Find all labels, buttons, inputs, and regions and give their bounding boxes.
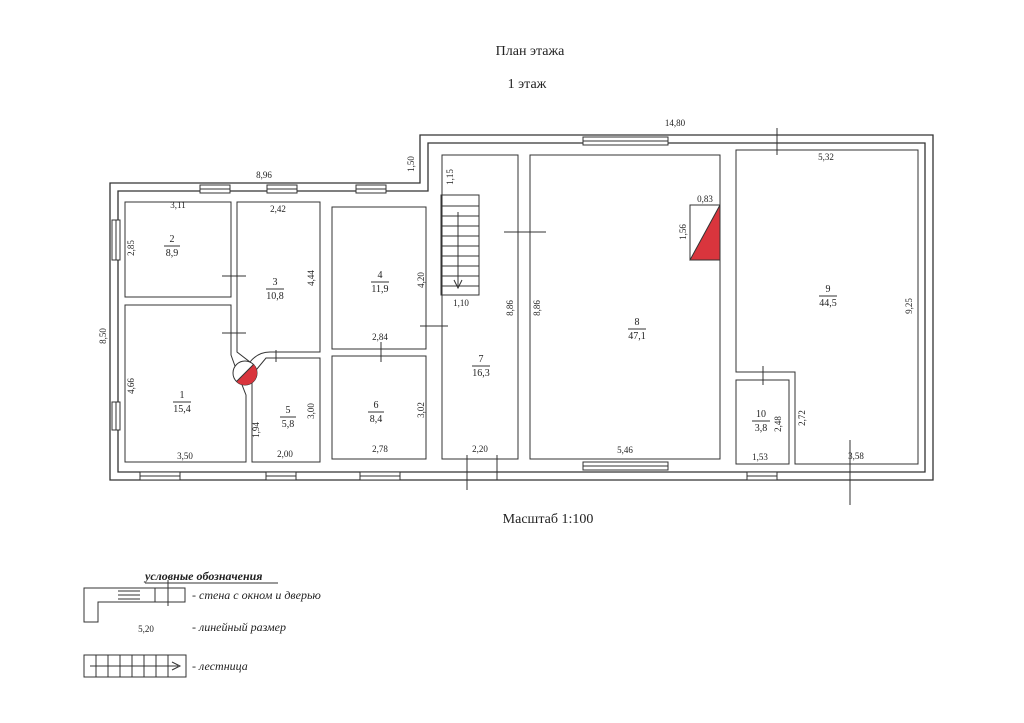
dimensions: 14,80 8,96 1,50 8,50 3,11 2,85 2,42 4,44… (98, 118, 914, 462)
room-3-num: 3 (273, 277, 278, 288)
room-8-area: 47,1 (628, 331, 646, 342)
legend-dim-text: - линейный размер (192, 620, 286, 634)
dim-r6-h: 3,02 (416, 402, 426, 418)
room-3-area: 10,8 (266, 291, 284, 302)
dim-r9-h: 9,25 (904, 298, 914, 314)
room-2-num: 2 (170, 234, 175, 245)
legend-stairs-text: - лестница (192, 659, 248, 673)
room-7-num: 7 (479, 354, 484, 365)
room-4-num: 4 (378, 270, 383, 281)
dim-r10-h: 2,48 (773, 416, 783, 432)
room-5-num: 5 (286, 405, 291, 416)
room-1-outline (124, 304, 247, 463)
dim-r6-w: 2,78 (372, 444, 388, 454)
room-7-outline (441, 154, 519, 460)
dim-r5-h: 3,00 (306, 403, 316, 419)
room-2-area: 8,9 (166, 248, 179, 259)
room-6-area: 8,4 (370, 414, 383, 425)
room-7-area: 16,3 (472, 368, 490, 379)
windows (111, 136, 778, 481)
dim-chim-h: 1,56 (678, 224, 688, 240)
plan-title: План этажа (496, 44, 565, 59)
dim-r10-w: 1,53 (752, 452, 768, 462)
dim-r9-w: 5,32 (818, 152, 834, 162)
dim-r3-h: 4,44 (306, 270, 316, 286)
dim-left-height: 8,50 (98, 328, 108, 344)
legend: условные обозначения - стена с окном и д… (83, 569, 321, 678)
dim-r1-h: 4,66 (126, 378, 136, 394)
room-8-num: 8 (635, 317, 640, 328)
dim-r5-hl: 1,94 (251, 422, 261, 438)
dim-r7-h: 8,86 (505, 300, 515, 316)
legend-wall-text: - стена с окном и дверью (192, 588, 321, 602)
scale-label: Масштаб 1:100 (503, 512, 594, 527)
floor-label: 1 этаж (508, 77, 547, 92)
room-4-area: 11,9 (371, 284, 388, 295)
room-2-outline (124, 201, 232, 298)
dim-r4-h: 4,20 (416, 272, 426, 288)
room-outlines (124, 149, 919, 465)
chimney (689, 204, 721, 261)
legend-stairs-symbol (83, 654, 187, 678)
dim-r7-w: 2,20 (472, 444, 488, 454)
dim-stair-h: 1,15 (445, 169, 455, 185)
dim-overall-left: 8,96 (256, 170, 272, 180)
dim-r9-w2: 3,58 (848, 451, 864, 461)
outer-walls (109, 134, 934, 481)
dim-r3-w: 2,42 (270, 204, 286, 214)
room-8-outline (529, 154, 721, 460)
dim-r8-h: 8,86 (532, 300, 542, 316)
room-6-num: 6 (374, 400, 379, 411)
room-6-outline (331, 355, 427, 460)
room-10-area: 3,8 (755, 423, 768, 434)
stairs (440, 194, 480, 296)
room-4-outline (331, 206, 427, 350)
room-1-area: 15,4 (173, 404, 191, 415)
room-9-outline (735, 149, 919, 465)
room-labels: 2 8,9 3 10,8 4 11,9 1 15,4 5 5,8 6 8,4 7… (164, 234, 837, 434)
room-9-area: 44,5 (819, 298, 837, 309)
room-5-area: 5,8 (282, 419, 295, 430)
room-5-outline (251, 357, 321, 463)
dim-r2-w: 3,11 (170, 200, 185, 210)
legend-wall-symbol (83, 580, 186, 623)
dim-stair-w: 1,10 (453, 298, 469, 308)
dim-r9-h2: 2,72 (797, 410, 807, 426)
stove (232, 360, 258, 386)
dim-r8-w: 5,46 (617, 445, 633, 455)
room-10-num: 10 (756, 409, 766, 420)
legend-dim-value: 5,20 (138, 624, 154, 634)
room-9-num: 9 (826, 284, 831, 295)
dim-r5-w: 2,00 (277, 449, 293, 459)
dim-overall-right: 14,80 (665, 118, 686, 128)
dim-chim-w: 0,83 (697, 194, 713, 204)
dim-step: 1,50 (406, 156, 416, 172)
room-1-num: 1 (180, 390, 185, 401)
dim-r4-w: 2,84 (372, 332, 388, 342)
door-marks (222, 128, 851, 505)
dim-r2-h: 2,85 (126, 240, 136, 256)
dim-r1-w: 3,50 (177, 451, 193, 461)
legend-heading: условные обозначения (143, 569, 263, 583)
